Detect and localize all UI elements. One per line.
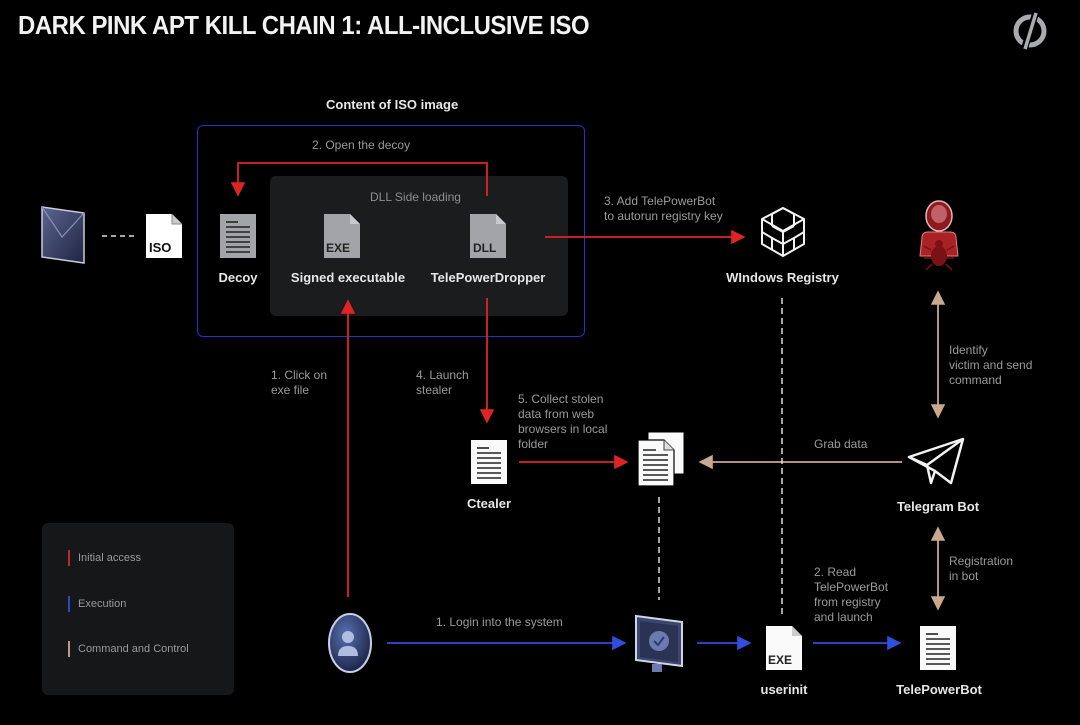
hacker-bug-icon	[919, 200, 959, 271]
telepowerbot-label: TelePowerBot	[896, 682, 982, 697]
step-login: 1. Login into the system	[436, 615, 563, 629]
user-avatar-icon	[328, 613, 372, 673]
step-click-exe: 1. Click on exe file	[271, 368, 328, 397]
userinit-label: userinit	[760, 682, 808, 697]
legend-execution: Execution	[68, 596, 127, 612]
documents-stack-icon	[638, 431, 685, 486]
iso-file-icon: ISO	[146, 214, 182, 258]
exe-badge: EXE	[326, 241, 350, 255]
document-icon	[471, 440, 507, 484]
document-icon	[220, 214, 256, 258]
step-registration: Registration in bot	[949, 554, 1014, 583]
step-launch-stealer: 4. Launch stealer	[416, 368, 469, 397]
decoy-label: Decoy	[218, 270, 258, 285]
circle-slash-logo-icon	[1013, 10, 1047, 52]
iso-section-label: Content of ISO image	[326, 97, 459, 112]
exe-file-icon: EXE	[324, 214, 360, 258]
step-grab-data: Grab data	[814, 437, 868, 451]
step-collect-data: 5. Collect stolen data from web browsers…	[518, 392, 608, 451]
step-read-registry: 2. Read TelePowerBot from registry and l…	[814, 565, 889, 624]
exe-file-icon: EXE	[766, 626, 802, 670]
iso-badge: ISO	[149, 240, 171, 255]
step-open-decoy: 2. Open the decoy	[312, 138, 411, 152]
userinit-badge: EXE	[768, 653, 792, 667]
ctealer-label: Ctealer	[466, 496, 512, 511]
legend: Initial access Execution Command and Con…	[42, 523, 234, 695]
registry-cubes-icon	[761, 207, 805, 257]
step-identify-victim: Identify victim and send command	[949, 343, 1033, 387]
legend-swatch-blue	[68, 596, 70, 612]
page-title: DARK PINK APT KILL CHAIN 1: ALL-INCLUSIV…	[18, 10, 590, 40]
legend-command-control: Command and Control	[68, 641, 189, 657]
legend-label: Initial access	[78, 552, 141, 564]
dll-file-icon: DLL	[470, 214, 506, 258]
legend-swatch-tan	[68, 641, 70, 657]
telegram-plane-icon	[907, 437, 965, 485]
dll-sideloading-box	[270, 176, 568, 316]
dll-badge: DLL	[473, 241, 496, 255]
iso-content-box	[197, 125, 585, 337]
open-decoy-arrow	[230, 162, 488, 197]
telepowerdropper-label: TelePowerDropper	[430, 270, 546, 285]
email-envelope-icon	[41, 206, 85, 264]
legend-label: Command and Control	[78, 643, 189, 655]
dll-group-label: DLL Side loading	[370, 190, 461, 204]
legend-label: Execution	[78, 598, 127, 610]
telegram-bot-label: Telegram Bot	[896, 499, 980, 514]
step-add-autorun: 3. Add TelePowerBot to autorun registry …	[604, 194, 723, 223]
monitor-check-icon	[635, 614, 683, 672]
legend-swatch-red	[68, 550, 70, 566]
windows-registry-label: WIndows Registry	[726, 270, 839, 285]
document-icon	[920, 626, 956, 670]
legend-initial-access: Initial access	[68, 550, 141, 566]
signed-executable-label: Signed executable	[290, 270, 406, 285]
